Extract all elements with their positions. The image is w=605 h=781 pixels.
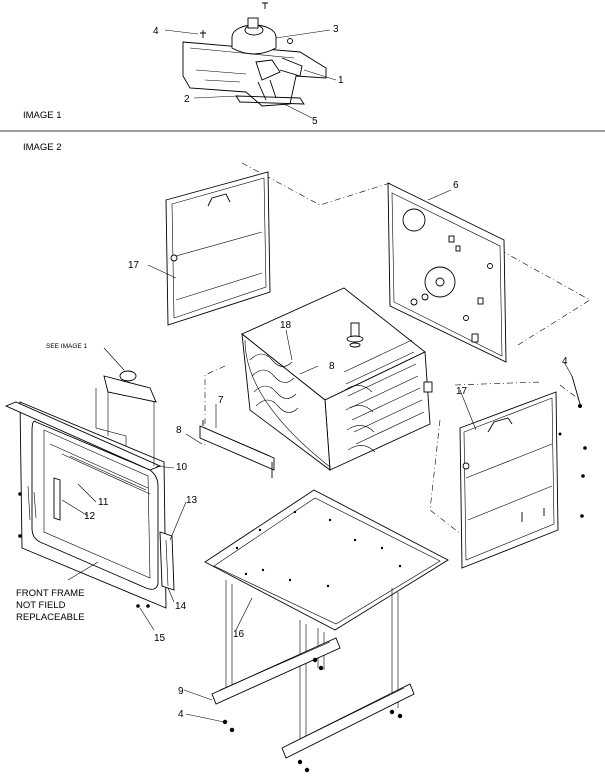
image1-callout-4: 4 — [153, 26, 159, 37]
bottom-panel — [204, 489, 449, 631]
callout-12: 12 — [84, 511, 96, 522]
image1-callout-2: 2 — [184, 94, 190, 105]
right-screws — [558, 375, 587, 518]
front-frame-note-line2: NOT FIELD — [16, 600, 66, 611]
callout-15: 15 — [154, 633, 166, 644]
callout-14: 14 — [175, 601, 187, 612]
callout-9: 9 — [178, 686, 184, 697]
callout-16: 16 — [233, 629, 245, 640]
callout-6: 6 — [453, 180, 459, 191]
oven-cavity — [241, 287, 433, 471]
front-frame-note-line1: FRONT FRAME — [16, 588, 84, 599]
bottom-runners — [211, 637, 415, 773]
callout-4-right: 4 — [562, 356, 568, 367]
image1-callout-1: 1 — [338, 75, 344, 86]
callout-7: 7 — [218, 395, 224, 406]
callout-17-right: 17 — [456, 386, 468, 397]
image2-section-label: IMAGE 2 — [23, 142, 62, 153]
front-frame — [4, 370, 175, 609]
callout-4-bottom: 4 — [178, 709, 184, 720]
callout-leaders — [61, 189, 573, 723]
front-frame-note-line3: REPLACEABLE — [16, 612, 85, 623]
callout-11: 11 — [98, 497, 109, 508]
left-insulation-panel — [165, 171, 271, 326]
right-insulation-panel — [459, 391, 559, 569]
callout-17-left: 17 — [128, 260, 140, 271]
image1-callout-3: 3 — [333, 24, 339, 35]
image1-section-label: IMAGE 1 — [23, 110, 62, 121]
callout-13: 13 — [186, 495, 198, 506]
callout-18: 18 — [280, 320, 292, 331]
image1-callout-5: 5 — [312, 116, 318, 127]
callout-8-left: 8 — [176, 425, 182, 436]
callout-8-center: 8 — [329, 361, 335, 372]
image1-bracket-assembly — [164, 2, 337, 119]
rear-panel — [387, 182, 507, 363]
see-image-1-note: SEE IMAGE 1 — [46, 343, 88, 350]
callout-10: 10 — [176, 462, 188, 473]
front-runner — [199, 420, 275, 478]
